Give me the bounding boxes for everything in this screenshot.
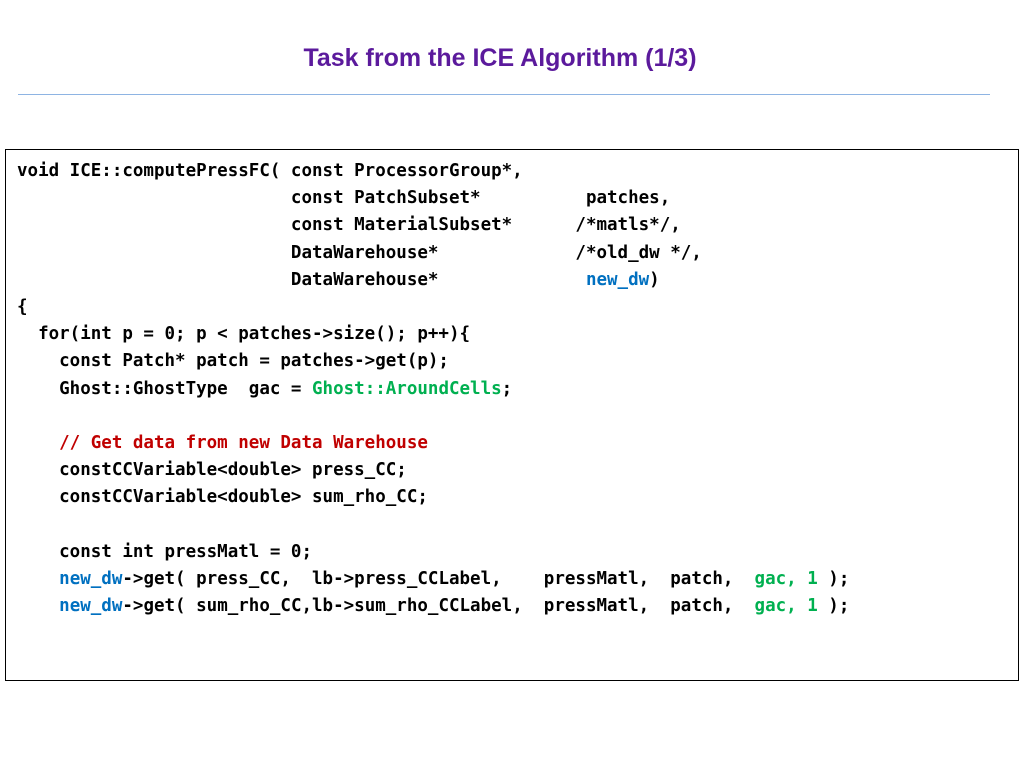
code-line: DataWarehouse* new_dw) bbox=[17, 267, 660, 294]
code-line: const PatchSubset* patches, bbox=[17, 185, 670, 212]
code-token: // Get data from new Data Warehouse bbox=[17, 433, 428, 453]
code-token: new_dw bbox=[59, 596, 123, 617]
code-line: Ghost::GhostType gac = Ghost::AroundCell… bbox=[17, 376, 512, 403]
code-token: Ghost::GhostType gac = bbox=[17, 378, 313, 399]
code-token: const MaterialSubset* /*matls*/, bbox=[17, 215, 681, 236]
code-token: gac, 1 bbox=[754, 596, 818, 617]
code-line: constCCVariable<double> sum_rho_CC; bbox=[17, 484, 428, 511]
code-line: new_dw->get( press_CC, lb->press_CCLabel… bbox=[17, 566, 849, 593]
code-token: new_dw bbox=[585, 269, 650, 290]
code-line: { bbox=[17, 294, 28, 321]
code-token: { bbox=[17, 297, 28, 317]
code-token: constCCVariable<double> sum_rho_CC; bbox=[17, 487, 428, 508]
code-token: ->get( sum_rho_CC,lb->sum_rho_CCLabel, p… bbox=[122, 596, 755, 617]
code-token: const int pressMatl = 0; bbox=[17, 541, 313, 562]
code-token: const PatchSubset* patches, bbox=[17, 188, 671, 209]
code-token: gac, 1 bbox=[754, 569, 818, 589]
code-line: constCCVariable<double> press_CC; bbox=[17, 457, 407, 484]
slide-title: Task from the ICE Algorithm (1/3) bbox=[303, 44, 697, 72]
code-token: ->get( press_CC, lb->press_CCLabel, pres… bbox=[122, 569, 755, 589]
title-divider bbox=[18, 94, 990, 95]
code-token: DataWarehouse* bbox=[17, 269, 586, 290]
code-block: void ICE::computePressFC( const Processo… bbox=[5, 149, 1019, 681]
code-line: const MaterialSubset* /*matls*/, bbox=[17, 212, 681, 239]
code-token: for(int p = 0; p < patches->size(); p++)… bbox=[17, 324, 471, 345]
code-token bbox=[17, 569, 59, 589]
code-line: new_dw->get( sum_rho_CC,lb->sum_rho_CCLa… bbox=[17, 593, 849, 620]
code-token: ; bbox=[501, 378, 513, 399]
code-line: void ICE::computePressFC( const Processo… bbox=[17, 158, 523, 185]
code-token: ); bbox=[817, 569, 850, 589]
code-line: const Patch* patch = patches->get(p); bbox=[17, 348, 449, 375]
code-line: DataWarehouse* /*old_dw */, bbox=[17, 240, 702, 267]
code-line: for(int p = 0; p < patches->size(); p++)… bbox=[17, 321, 470, 348]
code-token: ) bbox=[649, 269, 660, 290]
code-token: ); bbox=[817, 596, 850, 617]
code-token: void ICE::computePressFC( const Processo… bbox=[17, 161, 523, 181]
code-line: const int pressMatl = 0; bbox=[17, 539, 312, 566]
code-line: // Get data from new Data Warehouse bbox=[17, 430, 428, 457]
code-token: DataWarehouse* /*old_dw */, bbox=[17, 242, 702, 263]
code-token: const Patch* patch = patches->get(p); bbox=[17, 351, 449, 372]
code-token: new_dw bbox=[59, 569, 123, 589]
code-token: constCCVariable<double> press_CC; bbox=[17, 460, 407, 481]
code-token: Ghost::AroundCells bbox=[312, 378, 502, 399]
code-token bbox=[17, 596, 59, 616]
